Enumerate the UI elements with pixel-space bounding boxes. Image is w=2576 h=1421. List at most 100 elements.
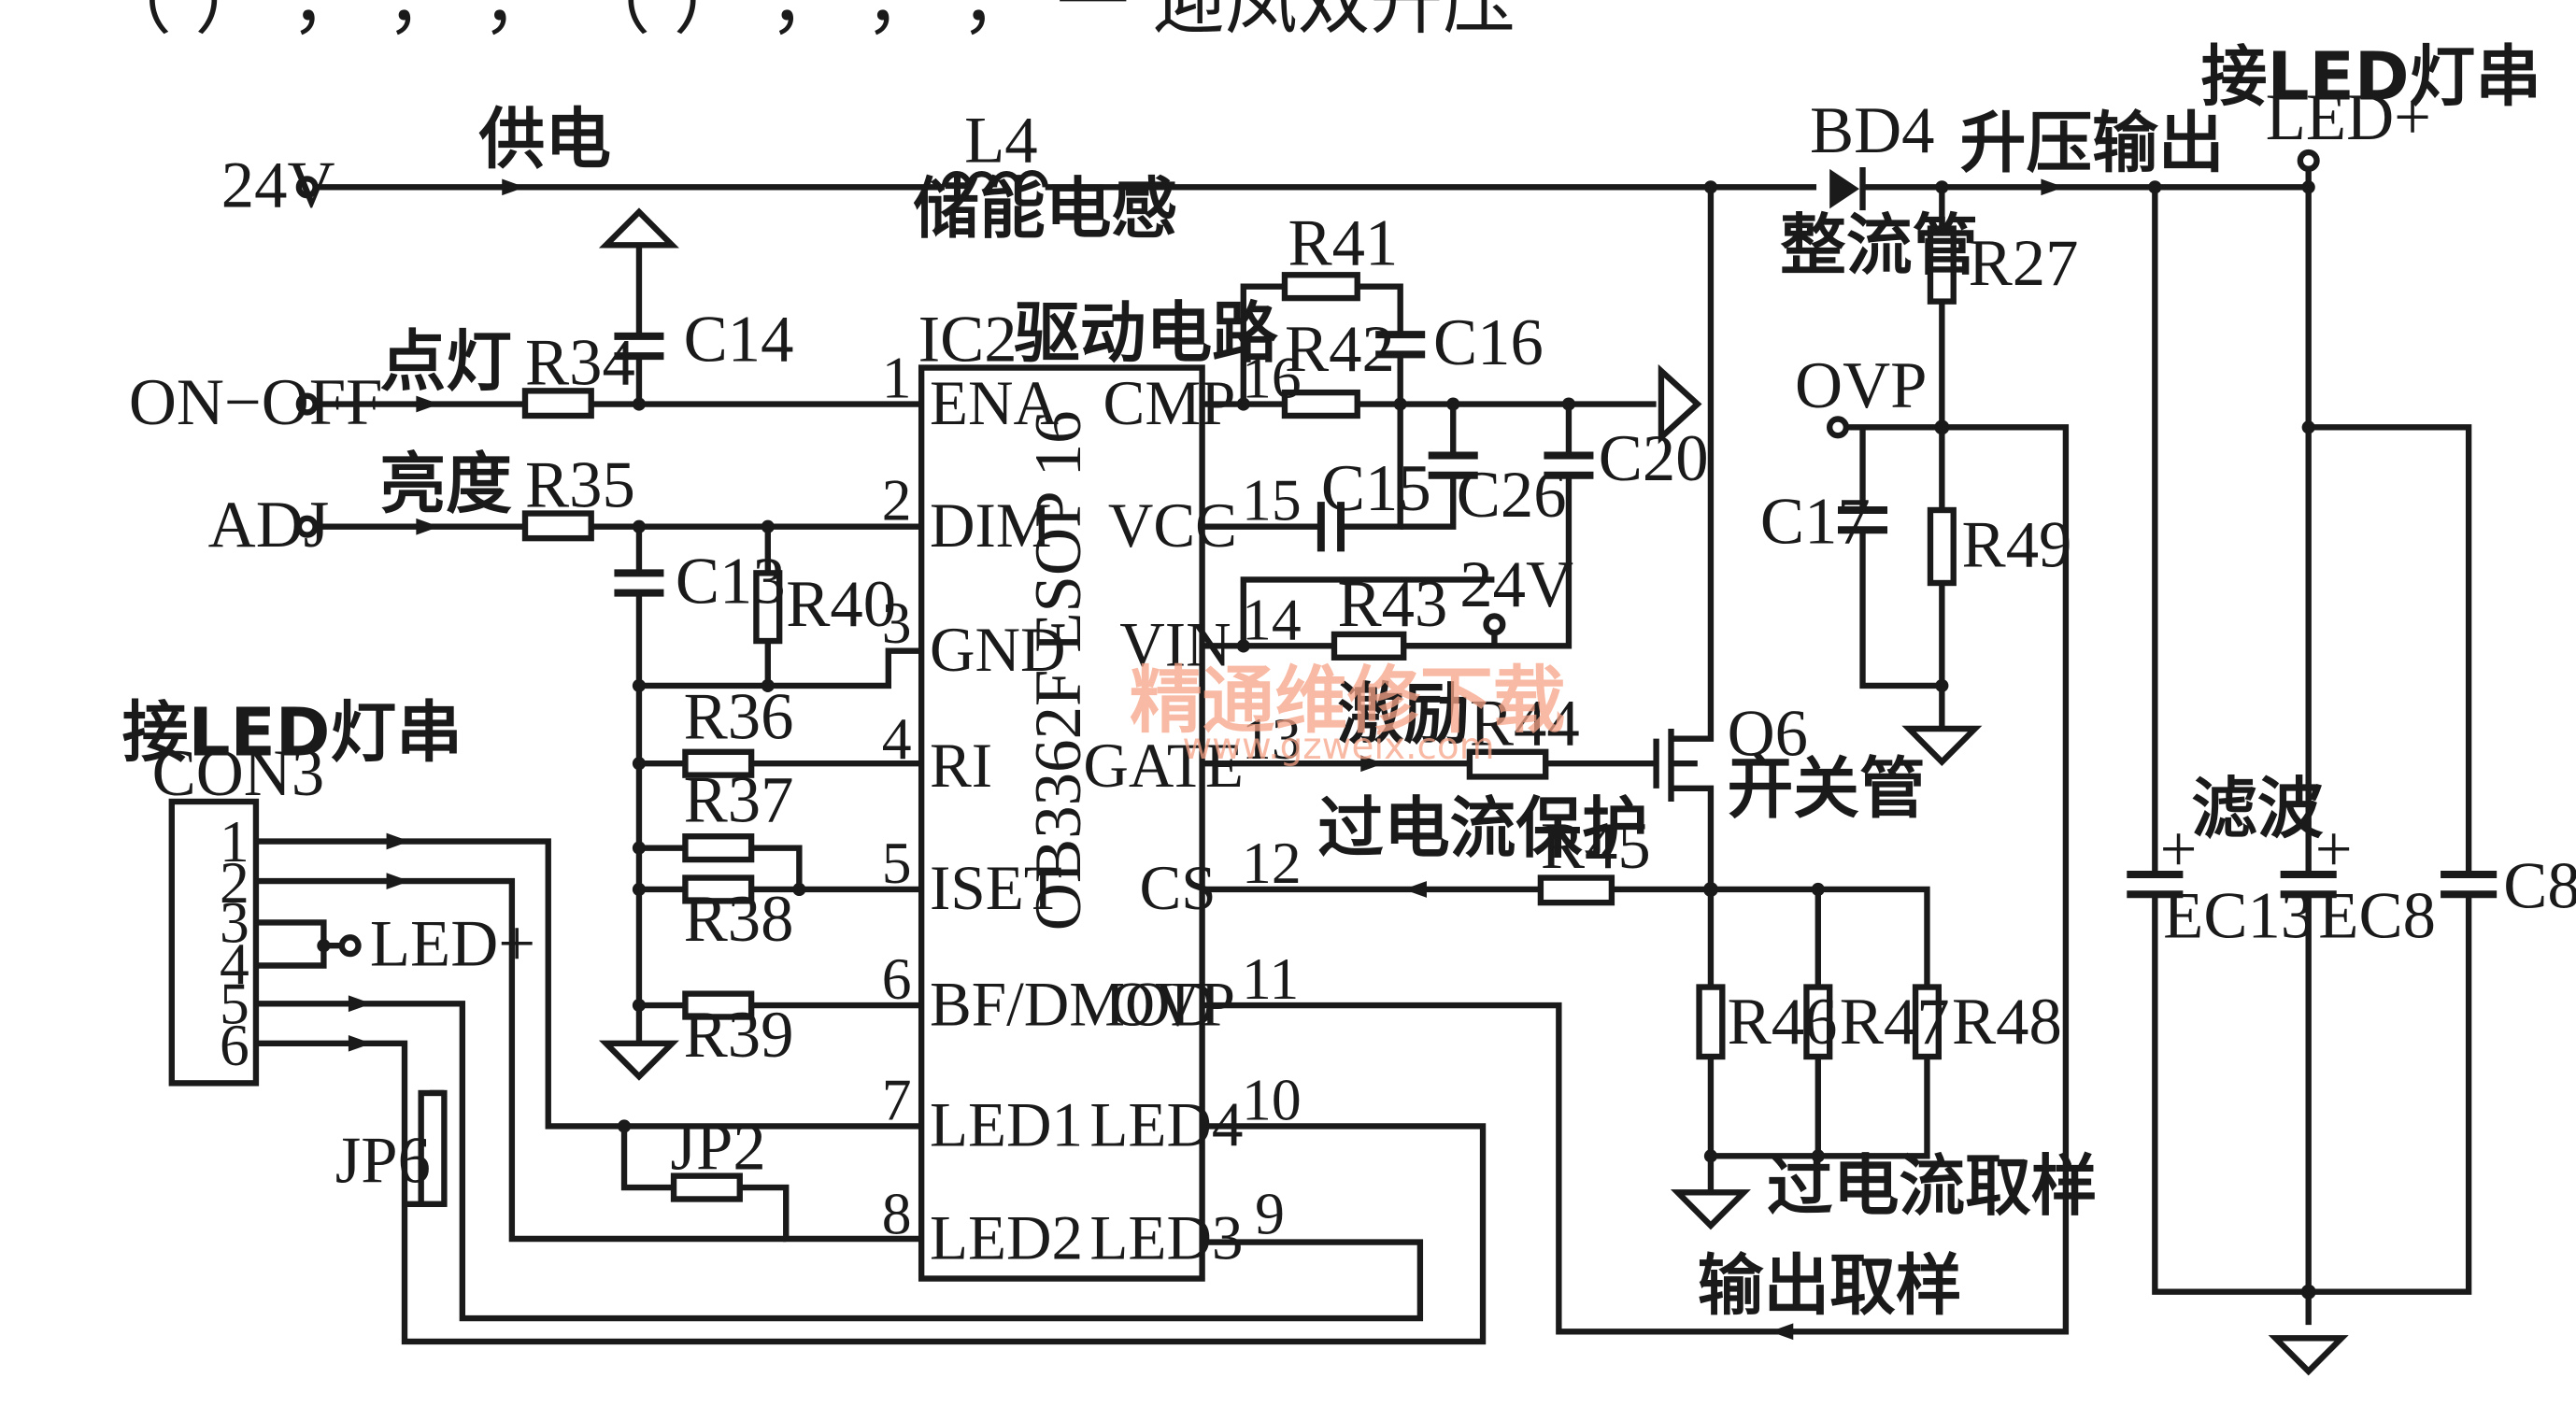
ref-r35: R35: [525, 448, 635, 521]
c20-capacitor: [1544, 451, 1594, 479]
ref-c16: C16: [1433, 306, 1544, 379]
ref-r40: R40: [786, 568, 896, 641]
c14-capacitor: [614, 332, 664, 361]
ic-pin-name-led1: LED1: [930, 1090, 1083, 1160]
r35-resistor: [521, 510, 594, 542]
header-fragment: （ ） ， ， ， （ ） ， ， ， 一 迎凤双升压: [99, 0, 1516, 44]
r40-resistor: [753, 570, 783, 645]
ic-pin-name-vcc: VCC: [1108, 490, 1237, 561]
ic-pin-name-iset: ISET: [930, 853, 1062, 923]
label-excitation: 激励: [1338, 675, 1470, 753]
r44-resistor: [1466, 748, 1549, 780]
r36-resistor: [682, 748, 755, 778]
ref-r44: R44: [1470, 688, 1580, 760]
capacitors: [614, 331, 2498, 899]
r48-resistor: [1912, 984, 1943, 1060]
ref-r43: R43: [1338, 568, 1448, 641]
c17-capacitor: [1838, 506, 1888, 534]
ic-pin-name-led2: LED2: [930, 1202, 1083, 1272]
label-overcurrent-protection: 过电流保护: [1317, 789, 1647, 867]
arrow-icon: [1360, 755, 1385, 773]
ref-c20: C20: [1599, 422, 1709, 495]
resistors: [418, 225, 1957, 1207]
ref-c8: C8: [2503, 849, 2576, 922]
ref-r36: R36: [684, 681, 794, 754]
wires: [255, 162, 2472, 1345]
ic-pin-num-6: 6: [882, 945, 912, 1012]
ref-c26: C26: [1457, 459, 1567, 532]
ic-pin-name-led4: LED4: [1089, 1090, 1243, 1160]
ground-icon: [598, 207, 679, 249]
r34-resistor: [521, 388, 594, 419]
ref-r42: R42: [1285, 313, 1395, 386]
ic-pin-num-8: 8: [882, 1181, 912, 1247]
ic-pin-num-11: 11: [1242, 945, 1299, 1012]
ref-jp6: JP6: [335, 1125, 431, 1198]
ic-pin-num-14: 14: [1242, 586, 1302, 652]
ref-ec8: EC8: [2318, 879, 2436, 952]
ic-pin-num-4: 4: [882, 705, 912, 772]
ref-r48: R48: [1952, 986, 2062, 1059]
label-light-on: 点灯: [379, 322, 511, 400]
label-storage-inductor: 储能电感: [913, 170, 1177, 248]
label-filter: 滤波: [2191, 770, 2324, 847]
ic-pin-num-13: 13: [1242, 705, 1302, 772]
r46-resistor: [1696, 984, 1726, 1060]
arrow-icon: [2041, 178, 2065, 196]
label-boost-output: 升压输出: [1960, 104, 2225, 181]
r47-resistor: [1803, 984, 1833, 1060]
label-drive-circuit: 驱动电路: [1014, 294, 1278, 372]
ref-c14: C14: [684, 303, 794, 376]
ic-pin-num-9: 9: [1255, 1181, 1285, 1247]
ref-bd4: BD4: [1810, 94, 1935, 167]
ground-icon: [1901, 725, 1983, 766]
arrow-icon: [386, 873, 410, 889]
c15-capacitor: [1316, 502, 1345, 552]
con3-pin-6: 6: [220, 1012, 249, 1078]
ref-c17: C17: [1760, 485, 1871, 558]
text-labels: 24V ON−OFF ADJ LED+ LED+ 24V OVP 供电 点灯 亮…: [122, 37, 2576, 1324]
ref-con3: CON3: [152, 737, 325, 810]
ec8-capacitor: [2280, 871, 2337, 899]
ref-r46: R46: [1728, 986, 1838, 1059]
ic-pin-name-vin: VIN: [1119, 610, 1231, 680]
ref-ec13: EC13: [2163, 879, 2313, 952]
bd4-diode-icon: [1829, 167, 1866, 211]
ic-pin-name-ri: RI: [930, 731, 992, 801]
r41-resistor: [1281, 272, 1360, 302]
ref-r49: R49: [1962, 508, 2072, 581]
r37-resistor: [682, 833, 755, 863]
polarity-ec13: +: [2160, 813, 2198, 886]
c26-capacitor: [1428, 451, 1478, 479]
r39-resistor: [682, 990, 755, 1020]
ref-r39: R39: [684, 999, 794, 1072]
ref-r47: R47: [1840, 986, 1950, 1059]
r43-resistor: [1331, 631, 1407, 661]
ground-icon: [598, 1040, 679, 1081]
ic-pin-name-gnd: GND: [930, 615, 1065, 685]
con3-pin-4: 4: [220, 931, 249, 997]
flow-arrows: [348, 178, 2065, 1341]
con3-connector: [168, 798, 260, 1087]
terminals: [295, 149, 2320, 958]
c13-capacitor: [614, 569, 664, 597]
ic-pin-name-cmp: CMP: [1103, 368, 1236, 438]
arrow-icon: [416, 395, 440, 413]
ic-pin-num-1: 1: [882, 344, 912, 410]
terminal-adj: ADJ: [208, 489, 330, 561]
ic-pin-num-5: 5: [882, 830, 912, 896]
ic-pin-name-cs: CS: [1139, 853, 1216, 923]
con3-pin-2: 2: [220, 849, 249, 916]
terminal-ovp: OVP: [1795, 349, 1927, 422]
ic-pin-num-3: 3: [882, 590, 912, 656]
ic-part-number: OB3362F ESOP 16: [1022, 410, 1095, 931]
ground-icon: [1670, 1189, 1751, 1230]
label-switch-tube: 开关管: [1728, 750, 1926, 828]
con3-pin-3: 3: [220, 889, 249, 956]
ground-icon: [2268, 1335, 2349, 1376]
ref-r45: R45: [1541, 810, 1651, 883]
terminal-led-plus-top: LED+: [2266, 81, 2431, 154]
ic-pin-name-dim: DIM: [930, 490, 1052, 561]
ref-q6: Q6: [1728, 697, 1808, 770]
r27-resistor: [1927, 225, 1957, 305]
